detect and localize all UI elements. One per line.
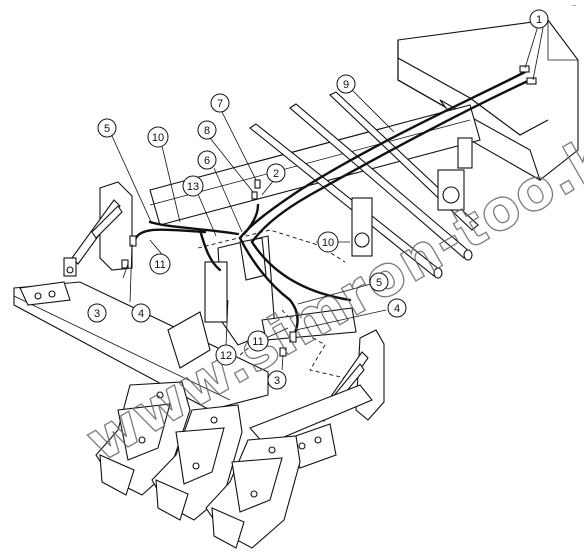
left-hydraulic-cylinder: [63, 181, 133, 277]
hydraulic-hoses: [133, 70, 532, 337]
beam-brackets: [351, 137, 473, 257]
corner-mark: ~: [572, 3, 576, 10]
rear-tool-bar: [249, 384, 373, 469]
front-tool-bar: [13, 281, 269, 411]
callout-11-left: 11: [149, 253, 171, 275]
leader-lines: [111, 25, 544, 371]
callout-3-left-label: 3: [94, 308, 100, 320]
callout-5-left: 5: [97, 118, 117, 138]
callout-11-right-label: 11: [252, 336, 263, 348]
callout-13-label: 13: [187, 181, 199, 193]
center-subframe: [167, 235, 357, 369]
callout-9-label: 9: [343, 79, 349, 91]
callout-1-label: 1: [536, 14, 542, 26]
callout-8-label: 8: [204, 125, 210, 137]
callout-11-left-label: 11: [154, 259, 165, 271]
callout-6-label: 6: [204, 155, 210, 167]
callout-11-right: 11: [247, 330, 269, 352]
callout-5-right-label: 5: [376, 277, 382, 289]
callout-3-left: 3: [87, 303, 107, 323]
callout-4-right-label: 4: [394, 303, 400, 315]
callout-7: 7: [210, 93, 230, 113]
callout-3-right: 3: [267, 370, 287, 390]
callout-10-lower-label: 10: [322, 237, 334, 249]
callout-4-right: 4: [387, 298, 407, 318]
callout-12-label: 12: [220, 350, 232, 362]
callout-7-label: 7: [217, 98, 223, 110]
callout-9: 9: [336, 74, 356, 94]
callout-10-lower: 10: [317, 231, 339, 253]
callout-13: 13: [182, 175, 204, 197]
callout-10-upper-label: 10: [152, 132, 164, 144]
callout-4-left-label: 4: [138, 308, 144, 320]
callout-6: 6: [197, 150, 217, 170]
callout-10-upper: 10: [147, 126, 169, 148]
callout-2-label: 2: [273, 168, 279, 180]
hose-fittings: [121, 65, 537, 357]
shank-right: [205, 435, 301, 549]
shank-middle: [151, 404, 243, 521]
callout-5-right: 5: [369, 272, 389, 292]
callout-8: 8: [197, 120, 217, 140]
callout-2: 2: [266, 163, 286, 183]
callout-1: 1: [529, 9, 549, 29]
callout-4-left: 4: [131, 303, 151, 323]
callout-5-left-label: 5: [104, 123, 110, 135]
callout-3-right-label: 3: [274, 375, 280, 387]
callout-12: 12: [215, 344, 237, 366]
